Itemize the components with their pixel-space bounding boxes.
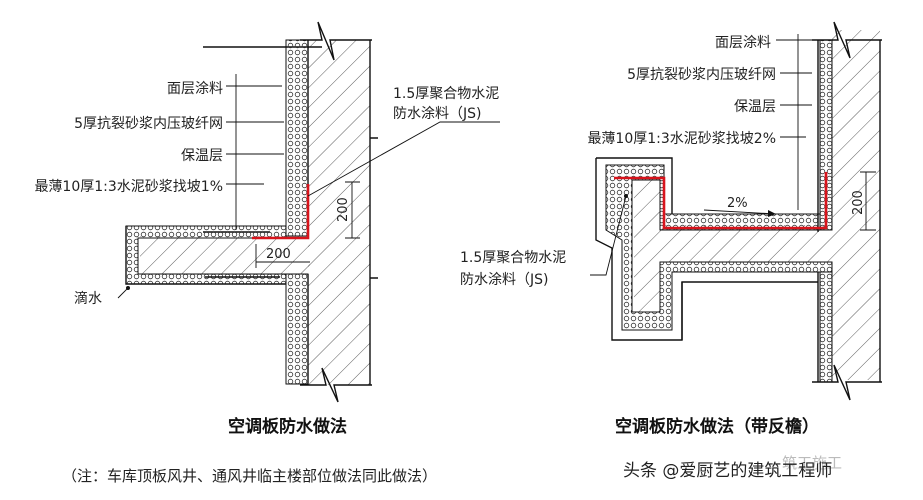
right-label-finish: 面层涂料: [715, 35, 771, 51]
right-title: 空调板防水做法（带反檐）: [615, 416, 819, 437]
right-slab-concrete: [634, 180, 832, 312]
left-label-finish: 面层涂料: [167, 81, 223, 97]
right-top-break-line: [812, 21, 882, 59]
right-label-waterproof-1: 1.5厚聚合物水泥: [460, 250, 566, 266]
left-label-waterproof-1: 1.5厚聚合物水泥: [393, 86, 499, 102]
right-label-waterproof-2: 防水涂料（JS): [460, 272, 548, 288]
right-slope-pct: 2%: [727, 196, 748, 211]
left-wall-concrete: [308, 40, 370, 385]
left-label-slope: 最薄10厚1:3水泥砂浆找坡1%: [34, 179, 223, 195]
right-waterproof-line: [614, 172, 828, 230]
right-slope-arrow-line: [703, 209, 777, 215]
right-dim-vertical-line: [860, 171, 876, 231]
left-waterproof-line: [252, 184, 310, 240]
left-slab-outline: [125, 226, 286, 285]
right-leader-waterproof: [590, 195, 627, 276]
watermark-text: 头条 @爱厨艺的建筑工程师: [623, 461, 832, 481]
left-title: 空调板防水做法: [228, 416, 347, 437]
right-curb-outline: [596, 157, 673, 214]
left-leader-waterproof: [307, 121, 500, 197]
left-ac-slab-concrete: [140, 236, 310, 274]
left-label-drip: 滴水: [74, 290, 102, 307]
left-label-waterproof-2: 防水涂料（JS): [393, 106, 481, 122]
left-dim-horizontal-line: [255, 244, 310, 268]
left-wall-insulation-upper: [285, 39, 309, 237]
left-wall-insulation-lower: [285, 273, 309, 385]
right-bottom-break-line: [812, 364, 882, 401]
right-leader-dot: [624, 194, 628, 198]
left-top-break-line: [300, 21, 372, 61]
watermark: 筑工施工 头条 @爱厨艺的建筑工程师: [623, 454, 842, 481]
left-leader-drip: [117, 287, 129, 299]
left-detail: 面层涂料 5厚抗裂砂浆内压玻纤网 保温层 最薄10厚1:3水泥砂浆找坡1% 滴水…: [34, 21, 500, 485]
left-bottom-break-line: [300, 367, 372, 403]
left-dim-vertical: 200: [336, 197, 351, 222]
left-wall-ticks: [370, 137, 378, 279]
right-dim-vertical: 200: [851, 190, 866, 215]
watermark-faded-logo: 筑工施工: [782, 454, 842, 472]
left-label-mesh: 5厚抗裂砂浆内压玻纤网: [74, 116, 223, 132]
right-label-insulation: 保温层: [734, 99, 776, 115]
right-wall-concrete: [832, 30, 880, 380]
left-dim-horizontal: 200: [266, 247, 291, 262]
left-drip-dot: [126, 286, 130, 290]
right-label-slope: 最薄10厚1:3水泥砂浆找坡2%: [587, 131, 776, 147]
left-dim-vertical-line: [345, 181, 360, 239]
left-label-insulation: 保温层: [181, 148, 223, 164]
right-slope-arrowhead: [768, 210, 776, 217]
right-label-mesh: 5厚抗裂砂浆内压玻纤网: [627, 67, 776, 83]
right-wall-insulation-lower: [819, 271, 833, 383]
right-detail: 2% 面层涂料 5厚抗裂砂浆内压玻纤网 保温层 最薄10厚1:3水泥砂浆找坡2%…: [460, 21, 882, 437]
left-note: （注：车库顶板风井、通风井临主楼部位做法同此做法）: [62, 467, 437, 485]
